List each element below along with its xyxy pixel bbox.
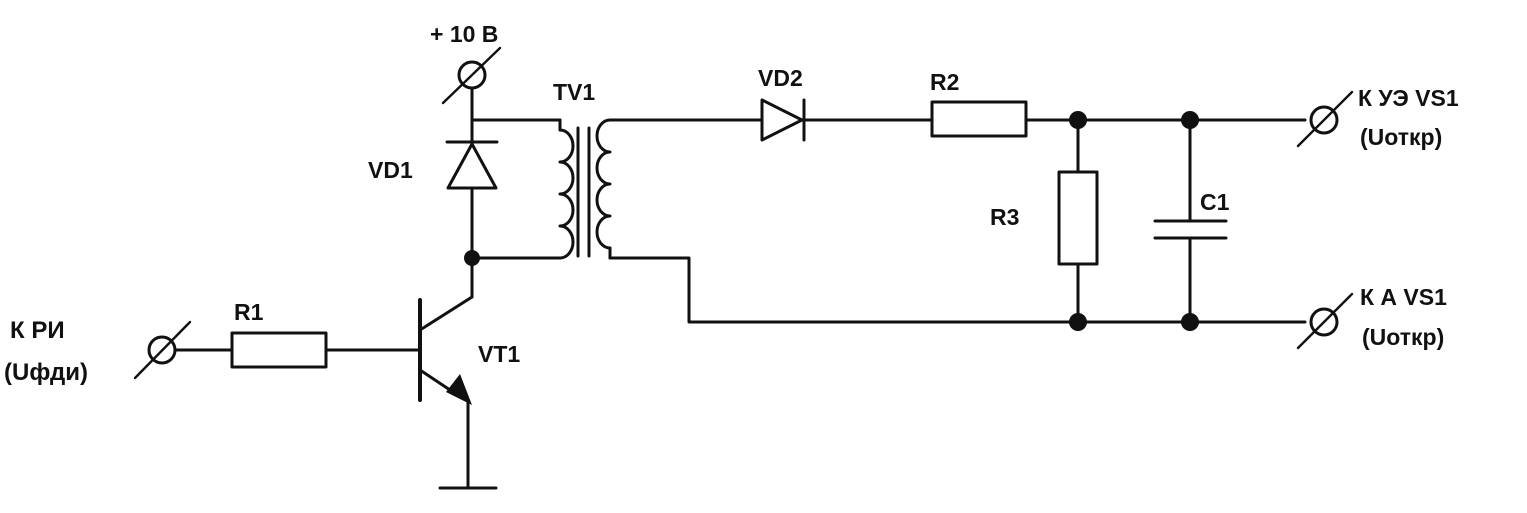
label-vt1: VT1 [478,341,520,367]
resistor-r3 [1057,118,1099,324]
label-r2: R2 [930,69,959,95]
label-vd2: VD2 [758,65,803,91]
wire-bottom-bus [608,256,1307,324]
junction-c1-top [1181,111,1199,129]
resistor-r2 [930,100,1028,138]
label-input-line2: (Uфди) [4,359,88,386]
label-c1: C1 [1200,189,1230,215]
diode-vd2 [760,98,806,142]
output-terminal-bottom [1296,292,1354,350]
transistor-vt1 [418,256,498,490]
label-out-bot-line1: К А VS1 [1360,284,1447,310]
diode-vd1 [445,118,499,260]
transformer-tv1 [558,118,612,260]
junction-r3-top [1069,111,1087,129]
capacitor-c1 [1153,118,1228,324]
label-r1: R1 [234,299,264,325]
output-terminal-top [1296,90,1354,148]
label-input-line1: К РИ [10,317,65,344]
label-out-top-line2: (Uоткр) [1360,124,1442,150]
label-out-top-line1: К УЭ VS1 [1358,85,1459,111]
label-supply: + 10 В [430,21,498,47]
label-vd1: VD1 [368,157,413,183]
supply-terminal [441,46,502,122]
label-tv1: TV1 [553,79,595,105]
resistor-r1 [230,331,328,369]
label-r3: R3 [990,204,1019,230]
label-out-bot-line2: (Uоткр) [1362,324,1444,350]
